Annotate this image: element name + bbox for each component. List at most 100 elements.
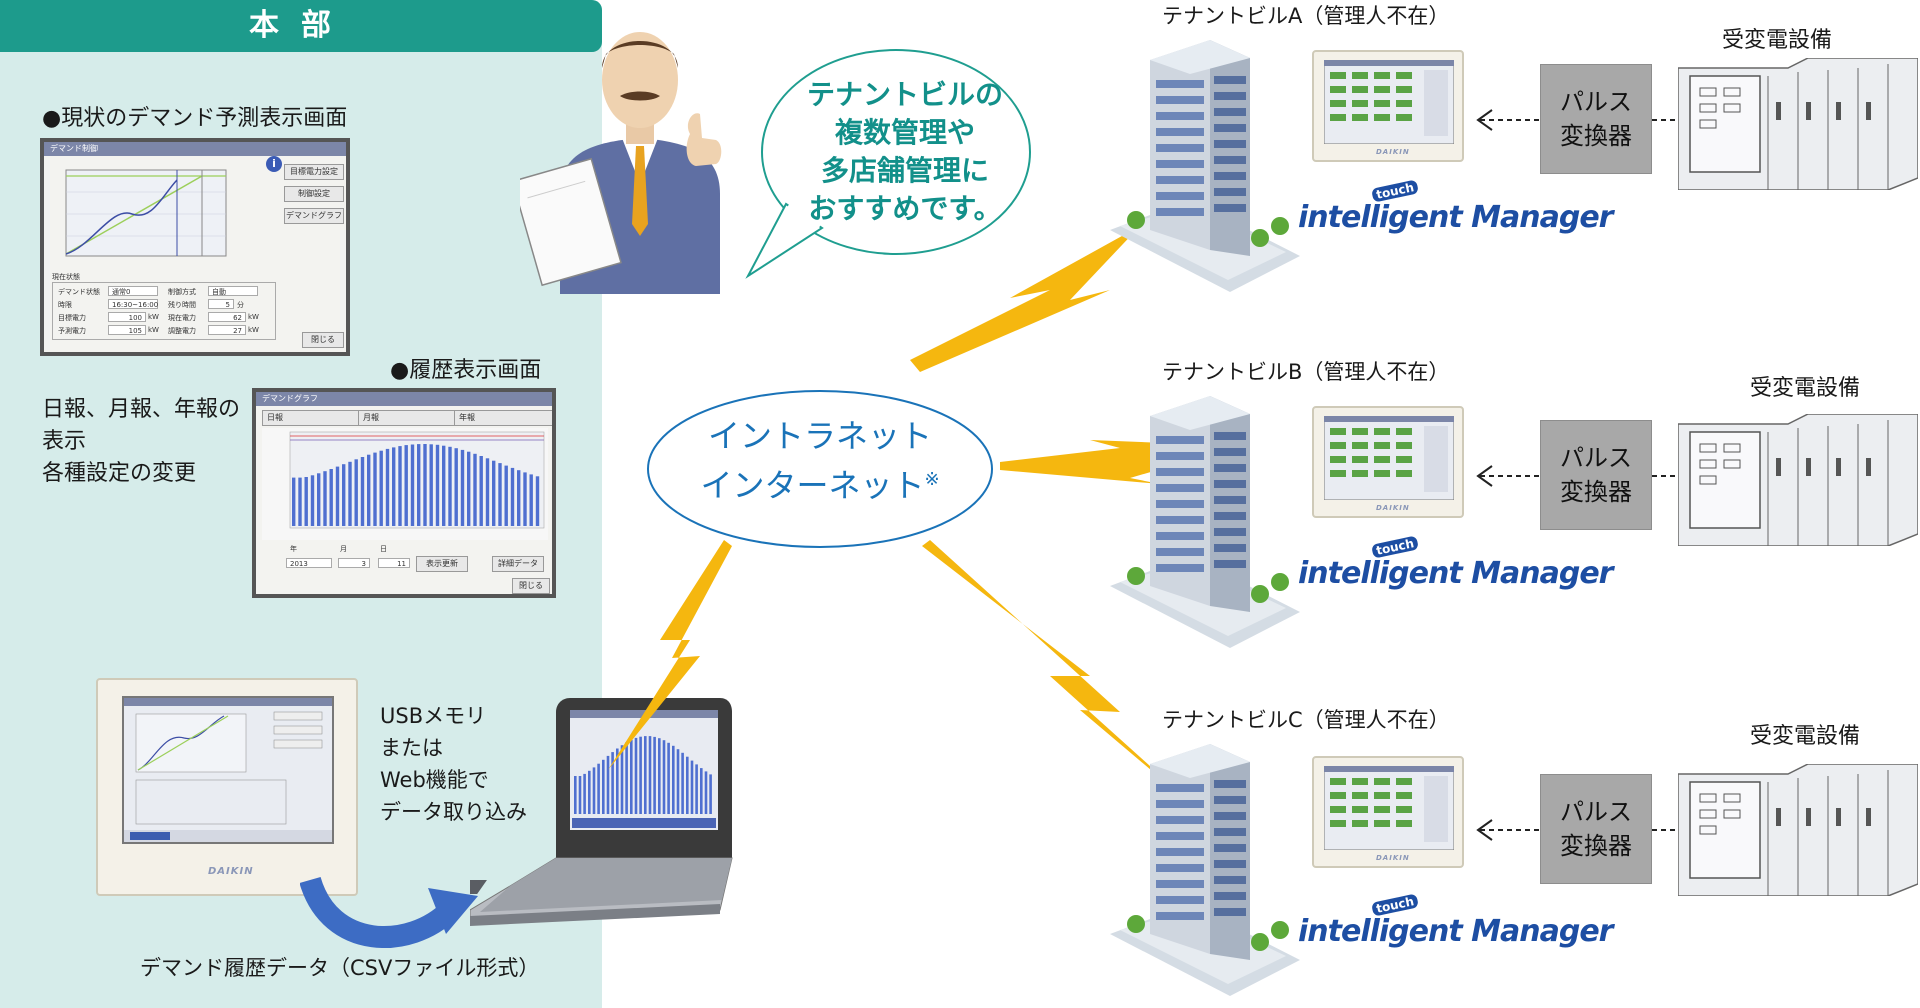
history-note-line: 各種設定の変更 [42, 461, 197, 486]
demand-graph [65, 169, 227, 257]
selector-day-label: 日 [380, 545, 387, 553]
history-bar [517, 470, 521, 526]
usb-note-line: または [380, 736, 443, 760]
pulse-converter-line: パルス [1560, 798, 1632, 826]
field-label: 目標電力 [58, 314, 86, 322]
history-bar [292, 477, 296, 526]
history-bar [473, 453, 477, 526]
dashed-arrow-icon [1476, 819, 1638, 841]
history-bar [467, 451, 471, 526]
history-bar [385, 448, 390, 526]
transfer-arrow-icon [300, 876, 478, 948]
hq-controller-screen [122, 696, 334, 844]
field-value: 16:30~16:00 [108, 299, 158, 309]
pulse-converter: パルス 変換器 [1540, 420, 1652, 530]
status-heading: 現在状態 [52, 273, 80, 281]
field-unit: 分 [237, 301, 244, 309]
history-bar [504, 465, 508, 526]
usb-note-line: Web機能で [380, 768, 489, 792]
pulse-converter: パルス 変換器 [1540, 64, 1652, 174]
history-bar [648, 736, 652, 814]
site-controller-device: DAIKIN [1312, 406, 1464, 518]
network-cloud-icon [647, 390, 993, 548]
laptop-screen-bars [574, 736, 712, 814]
field-label: デマンド状態 [58, 288, 100, 296]
history-bar [460, 449, 465, 526]
history-bar [681, 752, 684, 814]
year-select[interactable]: 2013 [286, 558, 332, 568]
pulse-converter-line: 変換器 [1560, 122, 1632, 150]
pulse-converter-line: パルス [1560, 444, 1632, 472]
target-power-button[interactable]: 目標電力設定 [284, 164, 344, 180]
field-label: 制御方式 [168, 288, 196, 296]
tenant-site-a: テナントビルA（管理人不在） [1110, 0, 1920, 300]
network-line-text: インターネット [700, 466, 925, 505]
demand-screen-caption: ●現状のデマンド予測表示画面 [42, 106, 348, 131]
tenant-site-c: テナントビルC（管理人不在） [1110, 704, 1920, 1004]
history-bar [492, 460, 496, 526]
site-title: テナントビルA（管理人不在） [1162, 4, 1450, 28]
history-bar [644, 736, 647, 814]
control-setting-button[interactable]: 制御設定 [284, 186, 344, 202]
field-label: 現在電力 [168, 314, 196, 322]
refresh-button[interactable]: 表示更新 [416, 556, 468, 572]
detail-data-button[interactable]: 詳細データ [492, 556, 544, 572]
history-bar [592, 767, 596, 814]
laptop-icon [470, 698, 733, 926]
demand-graph-button[interactable]: デマンドグラフ [284, 208, 344, 224]
hq-controller-device: DAIKIN [96, 678, 358, 896]
lightning-bolt-hq [608, 540, 732, 770]
tab-yearly[interactable]: 年報 [454, 410, 552, 426]
history-bar [323, 471, 327, 526]
history-bar [448, 446, 452, 526]
demand-screen-mock: デマンド制御 i 目標電力設定 制御設定 デマンドグラフ 現在状態 デマンド状態… [40, 138, 350, 356]
history-bar [523, 472, 527, 526]
field-label: 残り時間 [168, 301, 196, 309]
history-bar [686, 756, 689, 814]
history-bar [485, 458, 490, 526]
history-bar [498, 463, 502, 526]
history-bar [695, 764, 698, 814]
info-icon[interactable]: i [266, 156, 282, 172]
selector-year-label: 年 [290, 545, 297, 553]
building-icon [1110, 744, 1300, 996]
history-bar [606, 755, 610, 814]
field-value: 105 [108, 325, 146, 335]
history-bar [298, 477, 302, 526]
dashed-arrow-icon [1476, 465, 1638, 487]
history-bar [423, 444, 427, 526]
history-bar [578, 776, 582, 814]
history-bar [639, 736, 642, 814]
history-bar [304, 477, 308, 526]
device-brand: DAIKIN [208, 866, 254, 877]
building-icon [1110, 40, 1300, 292]
site-title: テナントビルB（管理人不在） [1162, 360, 1450, 384]
history-bar [616, 748, 619, 814]
history-bar [404, 445, 408, 526]
history-bar [310, 475, 315, 526]
close-button[interactable]: 閉じる [302, 332, 344, 348]
equipment-title: 受変電設備 [1722, 28, 1833, 53]
pulse-converter: パルス 変換器 [1540, 774, 1652, 884]
close-button[interactable]: 閉じる [512, 578, 550, 594]
network-line: イントラネット [707, 417, 932, 455]
dashed-arrow-icon [1476, 109, 1638, 131]
history-bar [317, 473, 321, 526]
history-bar [342, 464, 346, 526]
history-bar [583, 773, 586, 814]
equipment-title: 受変電設備 [1750, 724, 1861, 749]
day-select[interactable]: 11 [378, 558, 410, 568]
history-bar [676, 749, 680, 814]
history-note-line: 表示 [42, 429, 87, 454]
history-notes: 日報、月報、年報の 表示 各種設定の変更 [42, 394, 240, 490]
history-bar [379, 450, 383, 526]
building-icon [1110, 396, 1300, 648]
history-bar [700, 768, 703, 814]
logo-main: intelligent Manager [1298, 556, 1613, 591]
month-select[interactable]: 3 [338, 558, 370, 568]
tab-daily[interactable]: 日報 [262, 410, 360, 426]
history-bar [625, 742, 628, 814]
history-bar [335, 466, 340, 526]
history-screen-caption: ●履歴表示画面 [390, 358, 542, 383]
field-value: 62 [208, 312, 246, 322]
